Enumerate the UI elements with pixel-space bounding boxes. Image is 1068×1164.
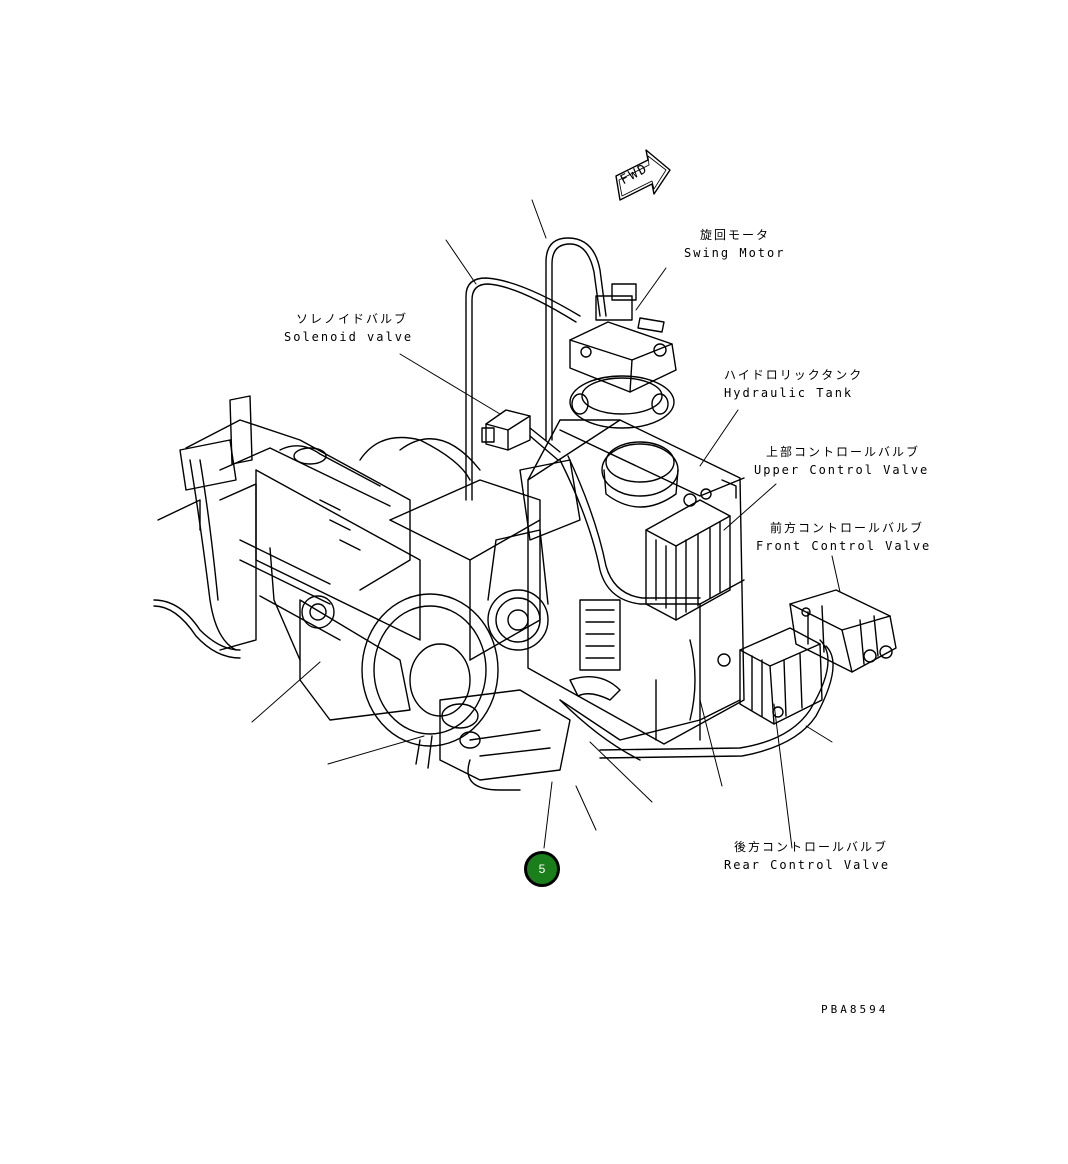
figure-code: PBA8594	[821, 1003, 889, 1016]
pump-assembly-drawing	[359, 436, 621, 781]
swing-motor-hoses	[465, 237, 607, 501]
upper-control-valve-label-ja: 上部コントロールバルブ	[766, 445, 921, 459]
rear-control-valve-label-ja: 後方コントロールバルブ	[734, 840, 889, 854]
pump-hoses	[467, 455, 701, 791]
swing-motor-label-ja: 旋回モータ	[700, 228, 771, 242]
hydraulic-tank-label-en: Hydraulic Tank	[724, 386, 854, 400]
front-control-valve-label-ja: 前方コントロールバルブ	[770, 521, 925, 535]
swing-motor-drawing	[569, 283, 677, 429]
front-control-valve-drawing	[789, 589, 897, 673]
rear-control-valve-label-en: Rear Control Valve	[724, 858, 891, 872]
upper-control-valve-drawing	[645, 488, 731, 621]
rear-control-valve-drawing	[717, 627, 823, 725]
hydraulic-tank-drawing	[527, 419, 745, 745]
solenoid-valve-label-ja: ソレノイドバルブ	[296, 312, 409, 326]
front-control-valve-label-en: Front Control Valve	[756, 539, 932, 553]
rear-valve-piping	[559, 639, 834, 759]
callout-5-marker[interactable]: 5	[524, 851, 560, 887]
upper-control-valve-label-en: Upper Control Valve	[754, 463, 930, 477]
solenoid-valve-label-en: Solenoid valve	[284, 330, 414, 344]
engine-drawing	[153, 395, 421, 721]
leader-lines	[251, 199, 841, 849]
hydraulic-tank-label-ja: ハイドロリックタンク	[724, 368, 864, 382]
solenoid-valve-drawing	[481, 409, 561, 461]
fwd-arrow	[615, 149, 671, 201]
swing-motor-label-en: Swing Motor	[684, 246, 786, 260]
